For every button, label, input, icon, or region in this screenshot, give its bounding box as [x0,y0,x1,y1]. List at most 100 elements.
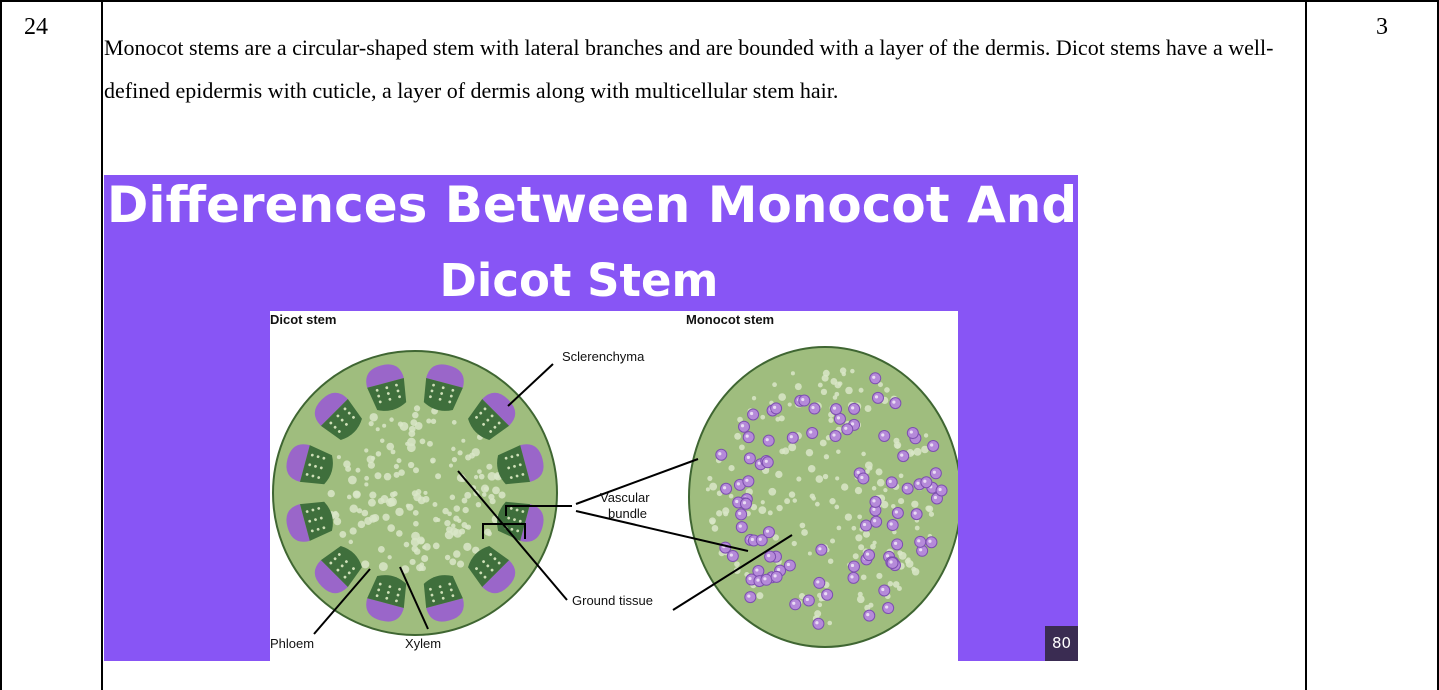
ground-cell [858,592,863,597]
vascular-bundle [743,476,754,487]
ground-cell [816,475,824,483]
ground-cell [811,496,816,501]
ground-cell [409,426,416,433]
ground-cell [420,438,426,444]
ground-cell [337,455,341,459]
ground-cell [734,561,740,567]
vascular-bundle [740,498,751,509]
vascular-bundle [784,560,795,571]
vascular-bundle [762,457,773,468]
ground-cell [768,488,776,496]
vascular-bundle [864,610,875,621]
vessel [919,548,922,551]
vascular-bundle [898,451,909,462]
ground-cell [494,474,499,479]
vessel [872,376,875,379]
ground-cell [768,510,773,515]
ground-cell [857,514,862,519]
ground-cell [876,573,882,579]
vessel [890,522,893,525]
ground-cell [361,510,368,517]
ground-cell [838,381,843,386]
vascular-bundle [848,572,859,583]
vessel [850,575,853,578]
vessel [755,568,758,571]
ground-cell [795,383,802,390]
vascular-bundle [763,527,774,538]
ground-cell [776,505,782,511]
ground-cell [752,396,756,400]
vessel [816,580,819,583]
monocot-stem-cross-section [689,347,958,647]
ground-cell [457,561,464,568]
ground-cell [796,476,801,481]
vessel [809,430,812,433]
vascular-bundle [743,432,754,443]
ground-cell [863,531,870,538]
vessel [833,407,836,410]
ground-cell [801,529,808,536]
ground-cell [356,468,361,473]
ground-cell [390,492,396,498]
vessel [758,462,761,465]
ground-cell [835,476,839,480]
ground-cell [422,545,426,549]
vessel [741,424,744,427]
vascular-bundle [748,409,759,420]
ground-cell [914,448,922,456]
label-vascular-line2: bundle [608,506,647,521]
ground-cell [404,542,410,548]
ground-cell [369,492,376,499]
ground-cell [411,538,420,547]
ground-cell [382,424,386,428]
vessel [881,588,884,591]
ground-cell [454,505,460,511]
ground-cell [929,512,934,517]
answer-text: Monocot stems are a circular-shaped stem… [104,26,1299,112]
vascular-bundle [809,403,820,414]
vascular-bundle [902,483,913,494]
ground-cell [823,474,828,479]
ground-cell [872,541,876,545]
ground-cell [484,486,489,491]
vascular-bundle [870,496,881,507]
vessel [875,395,878,398]
vascular-bundle [928,441,939,452]
ground-cell [371,456,375,460]
label-ground-tissue: Ground tissue [572,593,653,608]
ground-cell [784,498,790,504]
ground-cell [364,482,368,486]
ground-cell [824,454,829,459]
ground-cell [462,507,468,513]
ground-cell [432,502,437,507]
vascular-bundle [879,430,890,441]
ground-cell [712,525,719,532]
vascular-bundle [813,618,824,629]
table-top-border [0,0,1439,2]
ground-cell [791,371,795,375]
vessel [718,452,721,455]
ground-cell [364,476,369,481]
vessel [747,594,750,597]
vascular-bundle [807,428,818,439]
table-left-border [0,0,2,690]
ground-cell [426,419,431,424]
vascular-bundle [716,449,727,460]
vessel [759,538,762,541]
ground-cell [406,504,410,508]
vascular-bundle [870,373,881,384]
ground-cell [400,422,409,431]
slide-counter-badge: 80 [1045,626,1078,661]
vascular-bundle [822,589,833,600]
ground-cell [388,497,397,506]
ground-cell [380,438,384,442]
ground-cell [855,487,862,494]
vessel [787,563,790,566]
vessel [748,577,751,580]
vascular-bundle [879,585,890,596]
ground-cell [447,511,452,516]
vessel [873,519,876,522]
dicot-heading: Dicot stem [270,312,336,327]
vascular-bundle [930,468,941,479]
vascular-bundle [921,477,932,488]
